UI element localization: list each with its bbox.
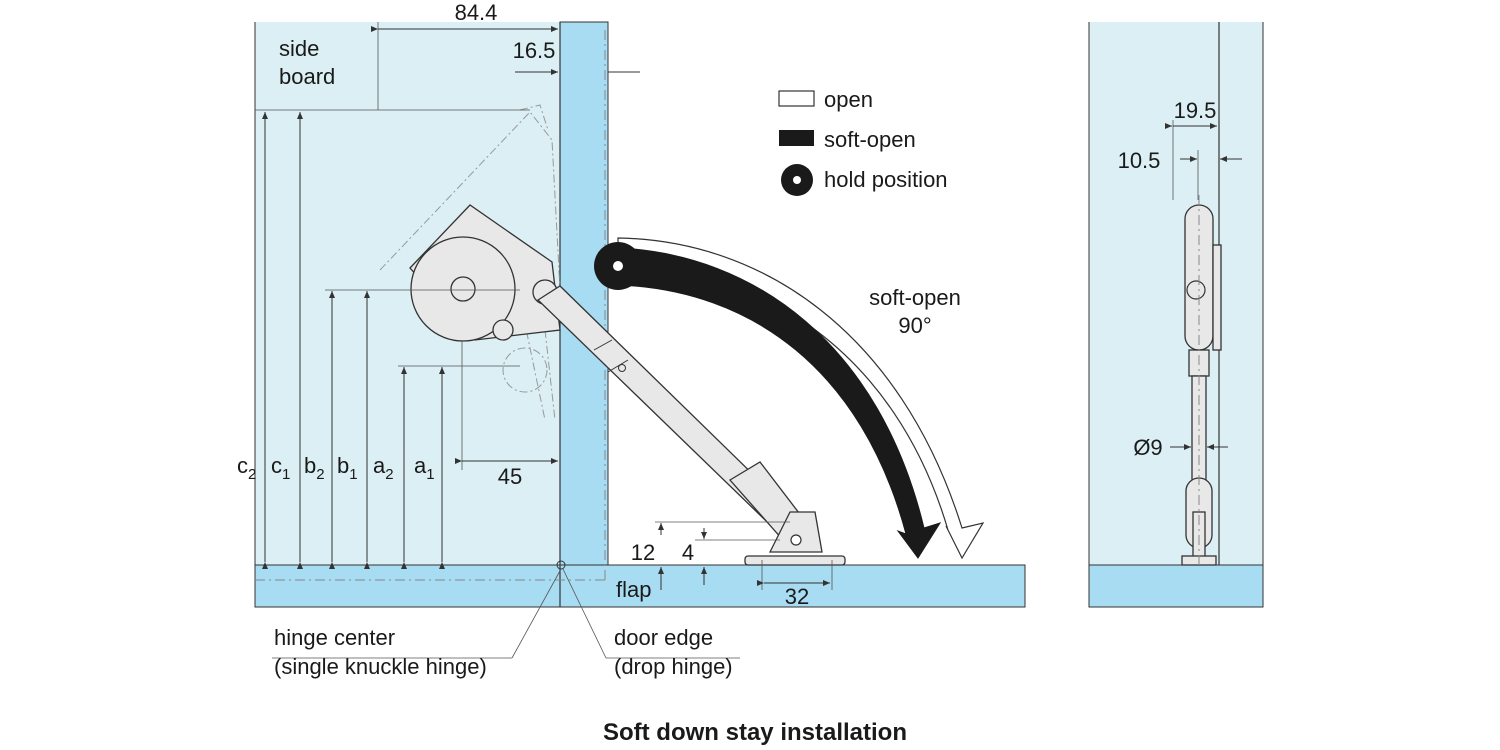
label-a1: a1	[414, 453, 435, 483]
dim-4: 4	[682, 540, 694, 565]
hinge-center-label-2: (single knuckle hinge)	[274, 654, 487, 679]
label-a2: a2	[373, 453, 394, 483]
side-view-rod	[1191, 375, 1207, 489]
legend-soft-open-label: soft-open	[824, 127, 916, 152]
dim-10-5: 10.5	[1118, 148, 1161, 173]
flap-mount-plate	[744, 555, 846, 566]
side-board-label-1: side	[279, 36, 319, 61]
side-view-flap	[1088, 564, 1264, 608]
side-board-label-2: board	[279, 64, 335, 89]
dim-12: 12	[631, 540, 655, 565]
top-dimensions: 84.4 16.5	[255, 0, 640, 111]
hinge-center-label-1: hinge center	[274, 625, 395, 650]
side-view-mechanism	[1181, 195, 1222, 566]
side-view: 19.5 10.5 Ø9	[1088, 22, 1264, 608]
label-c2: c2	[237, 453, 256, 483]
label-c1: c1	[271, 453, 290, 483]
legend-open-label: open	[824, 87, 873, 112]
dim-16-5: 16.5	[513, 38, 556, 63]
mechanism-drum	[410, 236, 516, 342]
door-edge-label-1: door edge	[614, 625, 713, 650]
label-b1: b1	[337, 453, 358, 483]
legend-hold-position-label: hold position	[824, 167, 948, 192]
variable-labels: c2 c1 b2 b1 a2 a1	[237, 453, 435, 483]
soft-open-label-1: soft-open	[869, 285, 961, 310]
door-edge-label-2: (drop hinge)	[614, 654, 733, 679]
label-b2: b2	[304, 453, 325, 483]
soft-open-arrow	[617, 247, 942, 559]
dim-45: 45	[498, 464, 522, 489]
side-view-dimensions: 19.5 10.5 Ø9	[1118, 98, 1242, 460]
legend-open-swatch	[778, 90, 815, 107]
dim-19-5: 19.5	[1174, 98, 1217, 123]
bracket-dimensions: 12 4 32	[631, 521, 833, 609]
diagram-caption: Soft down stay installation	[603, 719, 907, 746]
legend: open soft-open hold position	[778, 87, 948, 196]
flap-label: flap	[616, 577, 651, 602]
side-view-board	[1089, 22, 1263, 565]
flap-panel	[254, 564, 1026, 608]
main-view: 84.4 16.5 side board 45 c2 c1 b2	[237, 0, 1026, 679]
soft-open-label-2: 90°	[898, 313, 931, 338]
height-dimensions: 45	[262, 112, 558, 569]
soft-open-arrows	[594, 237, 985, 560]
dim-32: 32	[785, 584, 809, 609]
dim-dia-9: Ø9	[1133, 435, 1162, 460]
legend-soft-open-swatch	[779, 130, 814, 146]
flap-bracket	[768, 511, 823, 553]
soft-down-stay-mechanism	[409, 204, 846, 566]
dim-84-4: 84.4	[455, 0, 498, 25]
